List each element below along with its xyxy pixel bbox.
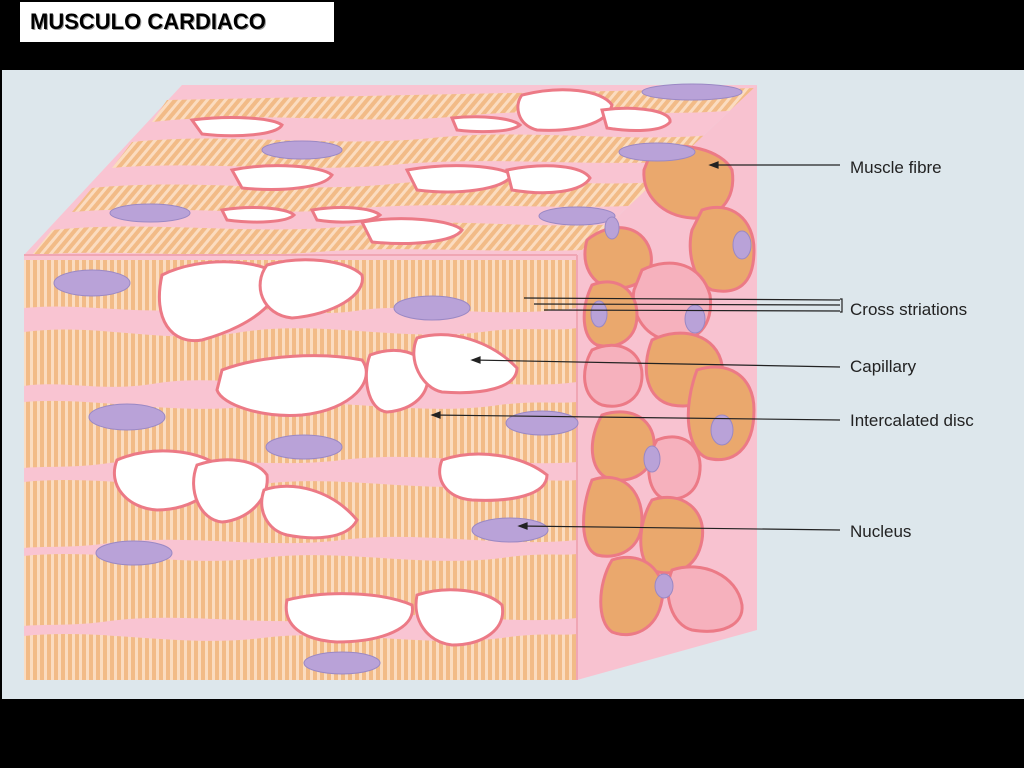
top-fibres bbox=[32, 88, 757, 255]
label-capillary: Capillary bbox=[850, 357, 917, 376]
top-capillaries bbox=[189, 88, 672, 245]
label-intercalated-disc: Intercalated disc bbox=[850, 411, 974, 430]
cardiac-muscle-block bbox=[24, 83, 843, 680]
label-cross-striations: Cross striations bbox=[850, 300, 968, 319]
diagram-figure: Muscle fibre Cross striations Capillary … bbox=[2, 70, 1024, 699]
slide-title: MUSCULO CARDIACO bbox=[30, 9, 266, 34]
capillaries bbox=[112, 258, 549, 647]
label-nucleus: Nucleus bbox=[850, 522, 912, 541]
title-box: MUSCULO CARDIACO bbox=[20, 2, 334, 42]
label-muscle-fibre: Muscle fibre bbox=[850, 158, 942, 177]
leader-lines bbox=[430, 161, 843, 531]
